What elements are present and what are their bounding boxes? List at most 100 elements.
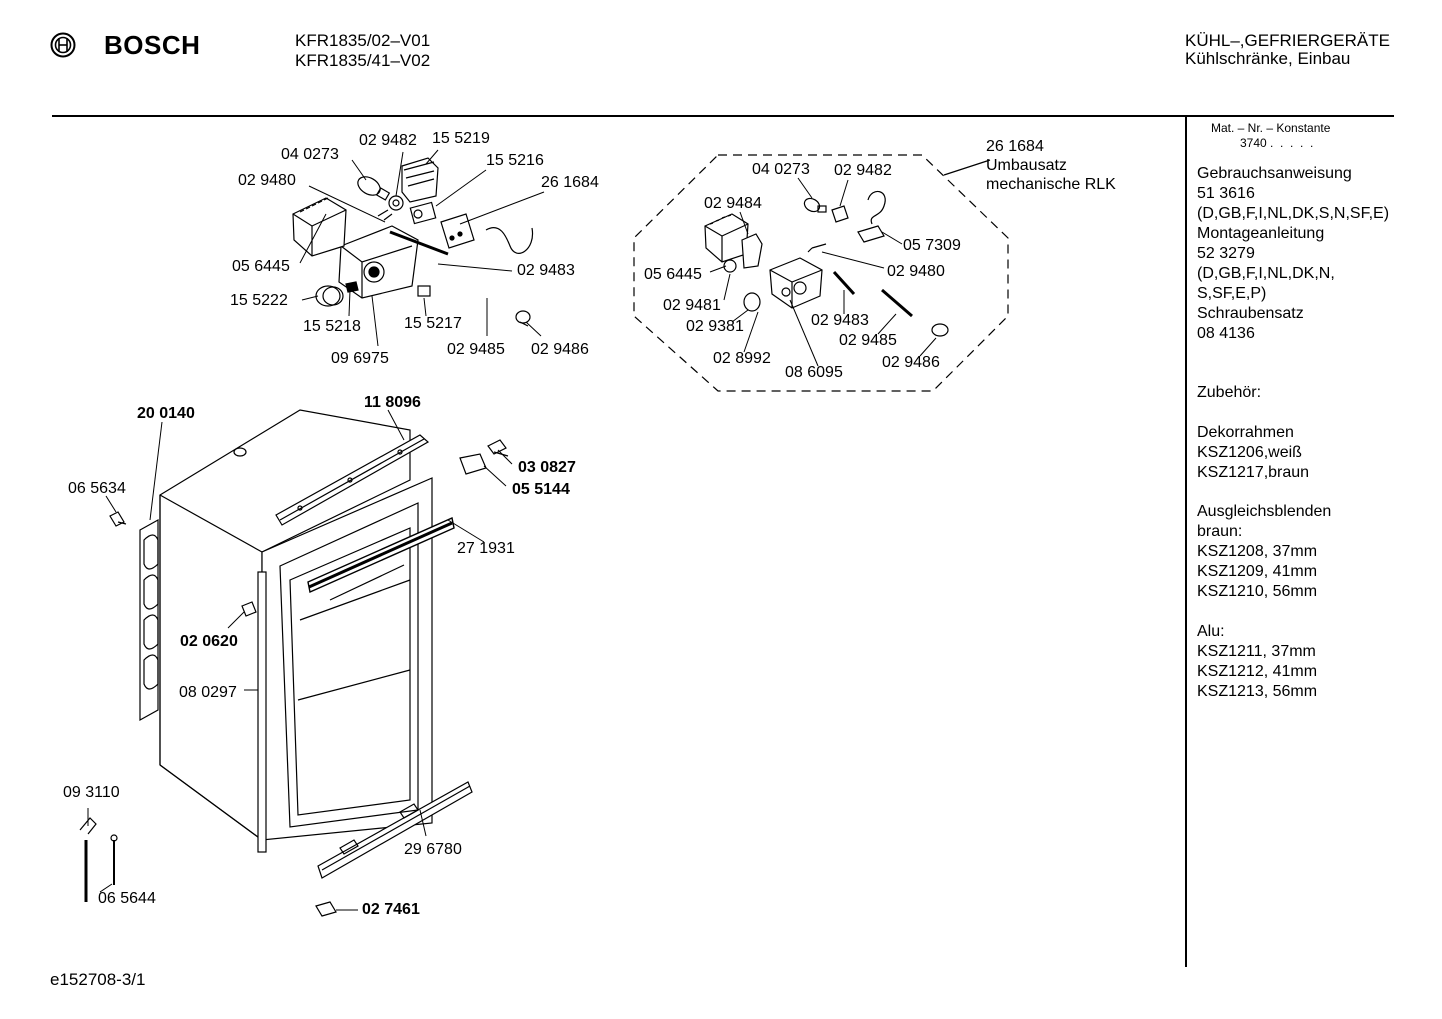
kit-screw [781,287,791,297]
cabinet-label-200140: 20 0140 [137,405,195,422]
kit-rod-1 [832,270,856,296]
part-label-040273: 04 0273 [281,146,339,163]
lamp-holder [401,157,439,203]
dekor-item-2: KSZ1217,braun [1197,464,1310,481]
kit-lamp-holder [741,233,763,269]
mat-nr-value: 3740 . . . . . [1240,136,1314,150]
kit-label-029481: 02 9481 [663,297,721,314]
side-condenser [139,518,159,722]
cabinet-label-271931: 27 1931 [457,540,515,557]
knob-insert [345,281,359,293]
thermostat-housing [338,225,419,299]
part-label-155218: 15 5218 [303,318,361,335]
bosch-logo-icon [50,32,76,58]
conversion-kit-outline [633,154,1009,392]
cabinet-label-027461: 02 7461 [362,901,420,918]
side-clip [109,511,127,527]
thermostat-knob [315,285,344,307]
document-id: e152708-3/1 [50,970,146,989]
capillary-tube [485,227,534,254]
kit-bracket [857,225,885,243]
lamp-socket-ring [388,195,404,211]
model-number-1: KFR1835/02–V01 [295,31,431,50]
part-label-029483: 02 9483 [517,262,575,279]
brand-name: BOSCH [104,30,201,60]
alu-item-2: KSZ1212, 41mm [1197,663,1318,680]
kit-ring [723,259,737,273]
kit-label-029485: 02 9485 [839,332,897,349]
door-hinge-strip [257,571,267,853]
category-title: KÜHL–,GEFRIERGERÄTE [1185,31,1390,50]
montage-languages-2: S,SF,E,P) [1197,285,1267,302]
ausgleich-item-2: KSZ1209, 41mm [1197,563,1318,580]
kit-bulb [803,197,827,213]
lamp-bulb [357,176,391,201]
cabinet-label-065634: 06 5634 [68,480,126,497]
kit-capillary [867,190,886,225]
ausgleich-subtitle: braun: [1197,523,1243,540]
part-label-261684: 26 1684 [541,174,599,191]
kit-leader [943,159,991,176]
alu-item-1: KSZ1211, 37mm [1197,643,1316,660]
part-label-029485: 02 9485 [447,341,505,358]
cabinet-body [159,409,433,842]
kit-label-029480: 02 9480 [887,263,945,280]
ausgleich-item-3: KSZ1210, 56mm [1197,583,1318,600]
leader-lines-kit [709,177,937,367]
kit-housing [769,257,823,309]
part-label-056445: 05 6445 [232,258,290,275]
gebrauch-number: 51 3616 [1197,185,1255,202]
hinge-cap [515,310,531,327]
kit-knob [743,292,761,312]
kit-label-261684: 26 1684 [986,138,1044,155]
cabinet-label-030827: 03 0827 [518,459,576,476]
kit-hinge-cap [931,323,949,337]
part-label-155222: 15 5222 [230,292,288,309]
switch-part [409,201,437,225]
kit-label-029483: 02 9483 [811,312,869,329]
spacer-block [315,901,337,917]
part-label-029486: 02 9486 [531,341,589,358]
dekor-title: Dekorrahmen [1197,424,1294,441]
montage-languages-1: (D,GB,F,I,NL,DK,N, [1197,265,1335,282]
thermostat-plate [440,213,475,249]
kit-label-056445: 05 6445 [644,266,702,283]
gebrauch-languages: (D,GB,F,I,NL,DK,S,N,SF,E) [1197,205,1390,222]
part-label-155216: 15 5216 [486,152,544,169]
sidebar-rule [1185,117,1187,967]
montage-number: 52 3279 [1197,245,1255,262]
cabinet-label-020620: 02 0620 [180,633,238,650]
kit-label-029486: 02 9486 [882,354,940,371]
kit-label-029381: 02 9381 [686,318,744,335]
kit-label-057309: 05 7309 [903,237,961,254]
kit-label-029482: 02 9482 [834,162,892,179]
kit-label-086095: 08 6095 [785,364,843,381]
header-rule [52,115,1394,117]
schrauben-number: 08 4136 [1197,325,1255,342]
part-label-155217: 15 5217 [404,315,462,332]
cabinet-label-055144: 05 5144 [512,481,570,498]
leader-lines-cabinet [87,409,513,911]
leader-lines-thermostat [299,149,545,347]
base-plinth [317,781,473,879]
model-number-2: KFR1835/41–V02 [295,51,431,70]
zubehoer-title: Zubehör: [1197,384,1262,401]
gebrauch-title: Gebrauchsanweisung [1197,165,1352,182]
ausgleich-item-1: KSZ1208, 37mm [1197,543,1318,560]
kit-label-umbausatz: Umbausatz [986,157,1067,174]
alu-title: Alu: [1197,623,1225,640]
part-label-096975: 09 6975 [331,350,389,367]
top-rail [275,434,430,526]
ausgleich-title: Ausgleichsblenden [1197,503,1332,520]
kit-socket [831,205,849,223]
kit-clip [807,243,827,253]
montage-title: Montageanleitung [1197,225,1325,242]
cabinet-label-093110: 09 3110 [63,784,120,801]
schrauben-title: Schraubensatz [1197,305,1304,322]
exploded-view-drawing [79,149,1009,917]
thermostat-rod [389,230,449,256]
kit-rod-2 [881,288,913,318]
switch-button [417,285,431,297]
cabinet-label-065644: 06 5644 [98,890,156,907]
kit-label-028992: 02 8992 [713,350,771,367]
